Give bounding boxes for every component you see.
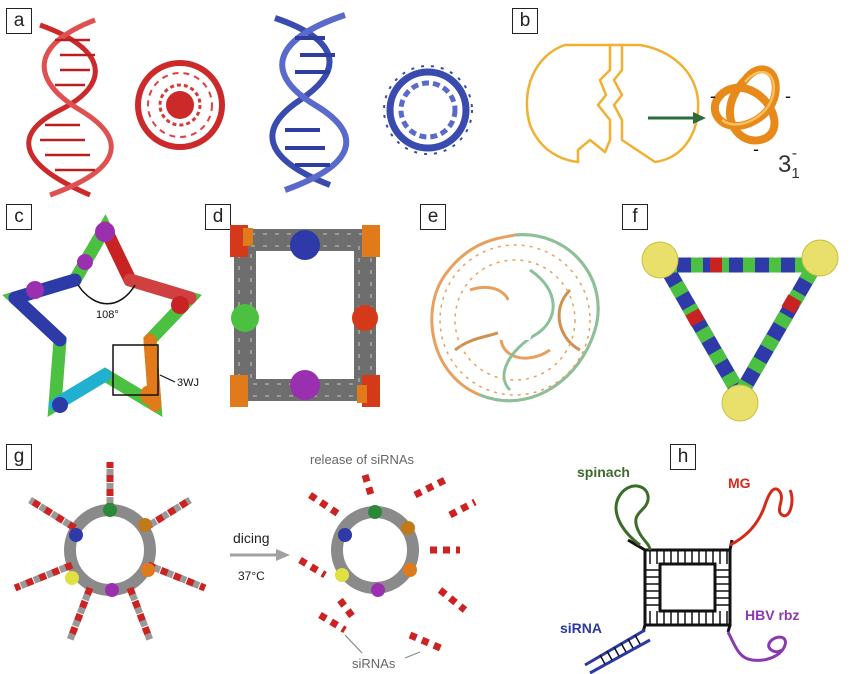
mg-label: MG [728,475,751,491]
panel-b-graphic: - - - 31 - [525,43,800,182]
corner-aptamers [641,239,839,422]
hexamer-ring-right [331,505,419,597]
blue-helix-top [383,65,473,155]
panel-c: c 108° 3WJ [0,200,215,430]
rna-square-frame [234,229,376,401]
red-helix-top [135,60,225,150]
panel-g: g [0,440,500,674]
domain-highlights [26,222,189,413]
rna-outline-schematic [525,43,700,164]
panel-f-graphic [641,239,839,422]
blue-helix-side [269,12,350,193]
panel-label-b: b [512,8,538,34]
sirna-pointers [344,634,421,659]
dicing-arrow [230,549,290,561]
triangle-stripes [652,257,828,411]
corner-domains [230,225,380,407]
spinach-loop [614,484,652,551]
knot-notation: 31 - [778,145,800,182]
panel-label-d: d [205,204,231,230]
sirna-duplex [584,628,651,674]
knot-sign-mark: - [710,86,716,106]
panel-h-graphic: spinach MG siRNA HBV rbz [560,464,799,674]
trefoil-knot-highlight [721,71,776,126]
junction-label: 3WJ [177,377,199,389]
junction-pointer [159,374,176,383]
pentamer-center [492,295,538,340]
angle-arc [77,284,136,305]
red-helix-side [26,17,114,198]
panel-g-graphic: dicing 37°C release of siRNAs [13,452,477,671]
panel-h: h [500,440,850,674]
junction-box [112,344,159,396]
release-label: release of siRNAs [310,452,415,467]
dicing-label: dicing [233,530,270,546]
temperature-label: 37°C [238,569,265,583]
knot-subscript: 1 [791,165,799,182]
panel-label-e: e [420,204,446,230]
hexamer-ring-left [13,462,207,642]
angle-label: 108° [96,309,119,321]
sirnas-label: siRNAs [352,656,396,671]
released-sirnas [298,473,477,654]
rna-triangle [657,257,823,403]
panel-a: a [0,0,480,200]
ribbon-texture [439,244,591,396]
sirna-label: siRNA [560,620,602,636]
panel-e: e [410,200,620,430]
mg-loop [729,487,794,547]
hbv-ribozyme-loop [726,631,787,662]
knot-base: 3 [778,151,791,178]
panel-a-graphic [26,12,473,198]
knot-sign-mark: - [753,139,759,159]
triangle-red-segments [685,257,802,327]
square-junction [627,538,734,633]
junction-base-pairs [645,550,730,625]
arrow-green [648,112,706,124]
knot-superscript: - [792,145,797,162]
panel-label-c: c [6,204,32,230]
panel-label-f: f [622,204,648,230]
panel-d: d [205,200,395,430]
panel-f: f [620,200,850,430]
panel-label-g: g [6,444,32,470]
panel-b: b - - - 31 - [510,0,850,200]
hbv-label: HBV rbz [745,607,799,623]
panel-c-graphic: 108° 3WJ [2,214,203,418]
trefoil-knot [710,65,780,145]
knot-sign-mark: - [785,86,791,106]
panel-label-a: a [6,8,32,34]
panel-d-graphic [230,225,380,407]
panel-e-graphic [430,233,600,403]
panel-label-h: h [670,444,696,470]
spinach-label: spinach [577,464,630,480]
